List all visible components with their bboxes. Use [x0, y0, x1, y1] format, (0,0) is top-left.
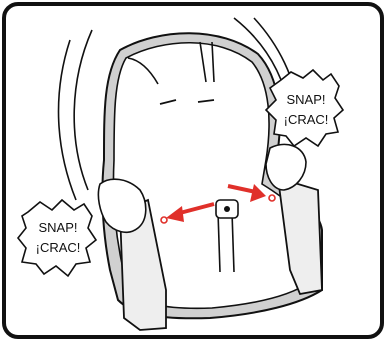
buckle: [216, 200, 238, 218]
callout-right-line1: SNAP!: [286, 92, 325, 107]
callout-left-line2: ¡CRAC!: [36, 240, 81, 255]
callout-right-line2: ¡CRAC!: [284, 112, 329, 127]
callout-left-line1: SNAP!: [38, 220, 77, 235]
